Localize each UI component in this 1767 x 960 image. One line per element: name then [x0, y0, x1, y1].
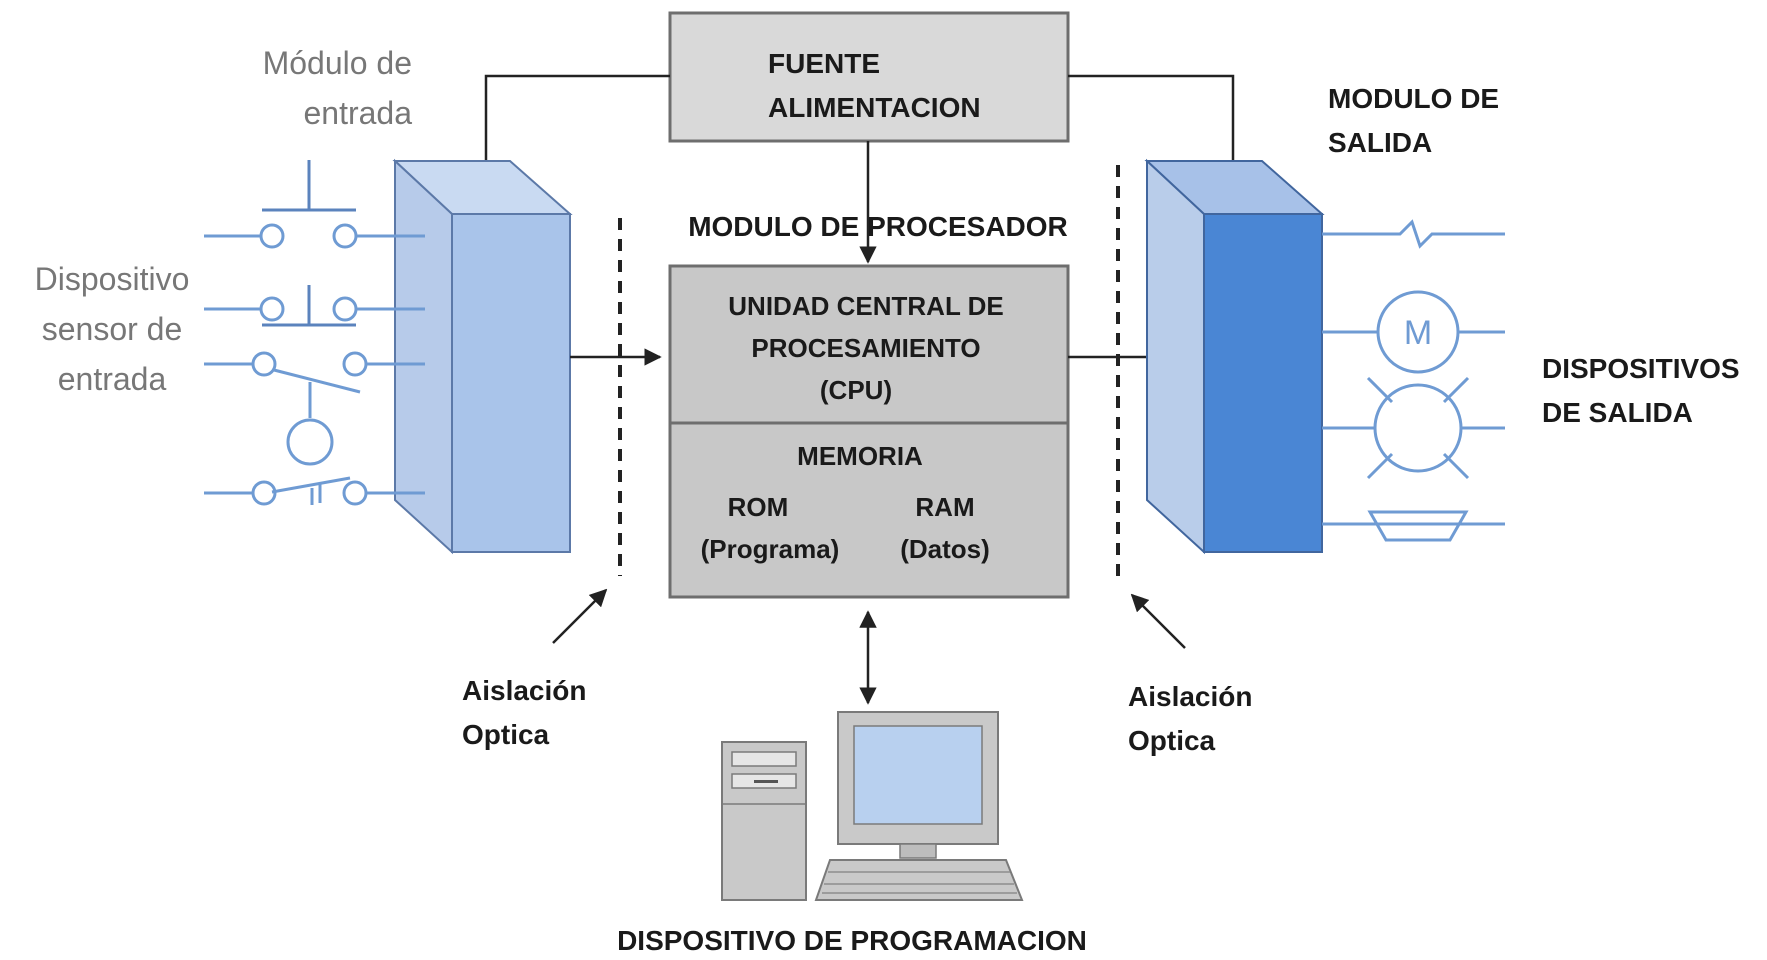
- rom-sublabel: (Programa): [701, 534, 840, 564]
- pushbutton-nc-icon: [204, 285, 425, 327]
- computer-icon: [721, 711, 1024, 901]
- input-device-symbols: [204, 160, 425, 506]
- processor-module-title: MODULO DE PROCESADOR: [688, 211, 1068, 242]
- rom-label: ROM: [728, 492, 789, 522]
- cpu-label-line2: PROCESAMIENTO: [751, 333, 980, 363]
- isolation-left-label-line1: Aislación: [462, 675, 586, 706]
- input-module-label-line2: entrada: [303, 95, 412, 131]
- power-supply-label-line2: ALIMENTACION: [768, 92, 981, 123]
- heater-icon: [1322, 219, 1505, 249]
- memory-title: MEMORIA: [797, 441, 923, 471]
- input-sensor-label-line1: Dispositivo: [35, 261, 190, 297]
- isolation-pointer-right: [1130, 593, 1186, 649]
- isolation-right-label-line2: Optica: [1128, 725, 1216, 756]
- motor-icon: M: [1322, 290, 1505, 374]
- computer-monitor-icon: [837, 711, 999, 859]
- programming-device-label: DISPOSITIVO DE PROGRAMACION: [617, 925, 1087, 956]
- input-sensor-label-line2: sensor de: [42, 311, 183, 347]
- output-module-block: [1144, 158, 1325, 555]
- ram-label: RAM: [915, 492, 974, 522]
- power-supply-label-line1: FUENTE: [768, 48, 880, 79]
- cpu-box: UNIDAD CENTRAL DE PROCESAMIENTO (CPU): [668, 264, 1070, 425]
- input-module-label-line1: Módulo de: [263, 45, 412, 81]
- pressure-switch-icon: [204, 476, 425, 506]
- computer-tower-icon: [721, 741, 807, 901]
- output-module-label-line1: MODULO DE: [1328, 83, 1499, 114]
- cpu-label-line1: UNIDAD CENTRAL DE: [728, 291, 1003, 321]
- keyboard-icon: [814, 859, 1024, 901]
- output-module-label-line2: SALIDA: [1328, 127, 1432, 158]
- output-devices-label-line1: DISPOSITIVOS: [1542, 353, 1740, 384]
- output-device-symbols: M: [1322, 219, 1505, 542]
- input-module-block: [392, 158, 573, 555]
- memory-box: MEMORIA ROM (Programa) RAM (Datos): [668, 421, 1070, 599]
- cpu-label-line3: (CPU): [820, 375, 892, 405]
- isolation-pointer-left: [552, 588, 608, 644]
- ram-sublabel: (Datos): [900, 534, 990, 564]
- power-supply-box: FUENTE ALIMENTACION: [668, 11, 1070, 143]
- motor-symbol-letter: M: [1404, 314, 1432, 352]
- pushbutton-no-icon: [204, 160, 425, 249]
- isolation-right-label-line1: Aislación: [1128, 681, 1252, 712]
- horn-icon: [1322, 510, 1505, 542]
- input-sensor-label-line3: entrada: [58, 361, 167, 397]
- float-switch-icon: [204, 351, 425, 466]
- power-arrow-to-input-module: [477, 74, 670, 197]
- output-devices-label-line2: DE SALIDA: [1542, 397, 1693, 428]
- lamp-icon: [1322, 376, 1505, 480]
- isolation-left-label-line2: Optica: [462, 719, 550, 750]
